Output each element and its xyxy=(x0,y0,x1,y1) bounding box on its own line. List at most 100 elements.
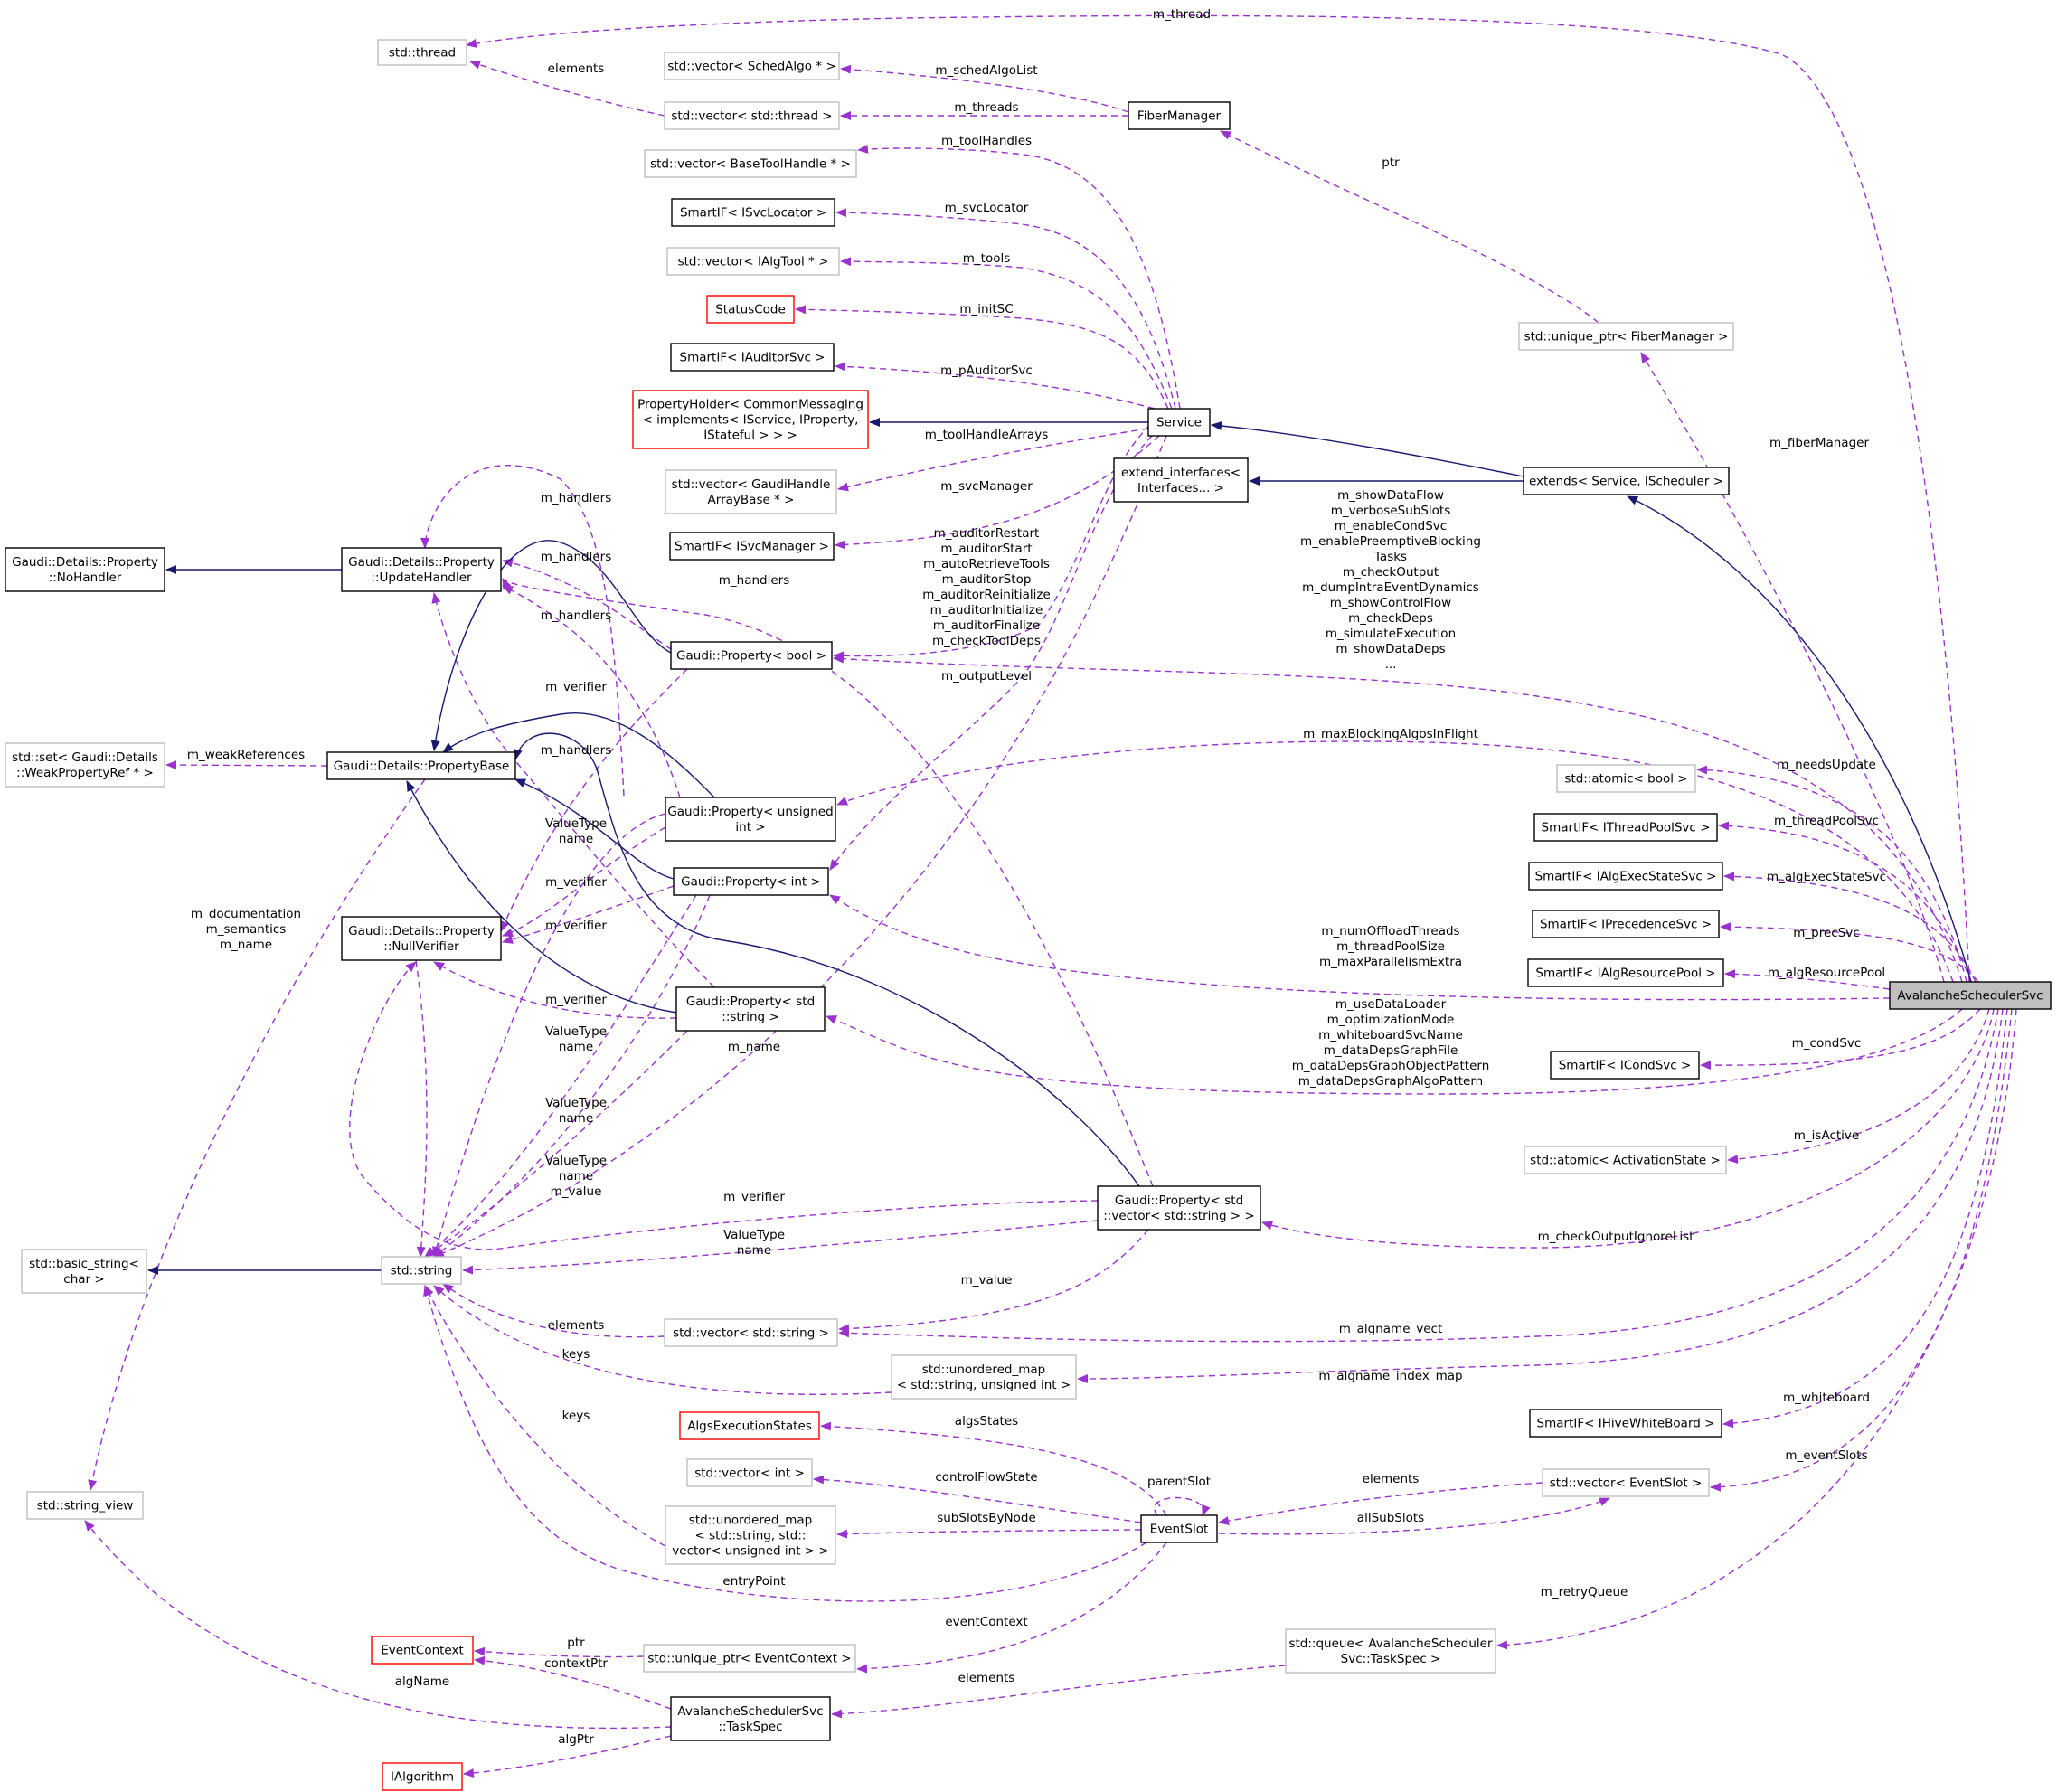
class-node-nullverifier[interactable]: Gaudi::Details::Property::NullVerifier xyxy=(341,916,502,961)
class-node-smartif-ialgexecstate[interactable]: SmartIF< IAlgExecStateSvc > xyxy=(1528,862,1723,891)
class-node-queue-taskspec[interactable]: std::queue< AvalancheSchedulerSvc::TaskS… xyxy=(1285,1628,1496,1674)
node-label: std::vector< GaudiHandle xyxy=(672,477,831,492)
edge-tools xyxy=(840,257,1173,410)
node-label: ::WeakPropertyRef * > xyxy=(16,766,154,780)
class-node-taskspec[interactable]: AvalancheSchedulerSvc::TaskSpec xyxy=(670,1696,831,1741)
node-label: EventSlot xyxy=(1150,1523,1209,1537)
class-node-smartif-ihivewb[interactable]: SmartIF< IHiveWhiteBoard > xyxy=(1529,1409,1722,1438)
class-node-prop-bool[interactable]: Gaudi::Property< bool > xyxy=(670,641,833,670)
edge-label-line: ptr xyxy=(567,1636,585,1650)
class-node-extends-service[interactable]: extends< Service, IScheduler > xyxy=(1523,467,1730,495)
edge-label-outputlevel: m_outputLevel xyxy=(941,669,1032,684)
class-node-fibermanager[interactable]: FiberManager xyxy=(1128,101,1231,130)
edge-algname-index xyxy=(1077,1008,2004,1383)
edge-auditors xyxy=(833,424,1151,661)
class-node-statuscode[interactable]: StatusCode xyxy=(706,295,795,324)
edge-extends-service xyxy=(1211,421,1524,477)
edge-label-schedalgolist: m_schedAlgoList xyxy=(935,63,1037,78)
class-node-smartif-ialgresource[interactable]: SmartIF< IAlgResourcePool > xyxy=(1527,958,1724,987)
class-node-smartif-iauditorsvc[interactable]: SmartIF< IAuditorSvc > xyxy=(670,343,835,372)
class-node-propertybase[interactable]: Gaudi::Details::PropertyBase xyxy=(326,751,516,780)
class-node-avalanche[interactable]: AvalancheSchedulerSvc xyxy=(1889,981,2052,1010)
edge-label-verifier-2: m_verifier xyxy=(545,875,607,890)
node-label: ::string > xyxy=(722,1010,778,1024)
edge-subslotsbynode xyxy=(836,1529,1142,1539)
edge-label-algname-index: m_algname_index_map xyxy=(1318,1369,1462,1383)
edge-label-line: m_fiberManager xyxy=(1769,436,1869,450)
class-node-vec-eventslot[interactable]: std::vector< EventSlot > xyxy=(1542,1468,1710,1497)
edge-label-line: elements xyxy=(548,1318,605,1333)
class-node-std-string[interactable]: std::string xyxy=(381,1256,462,1285)
class-node-atomic-bool[interactable]: std::atomic< bool > xyxy=(1556,764,1696,793)
edge-label-line: m_useDataLoader xyxy=(1335,997,1447,1012)
edge-algexecstatesvc xyxy=(1723,872,1977,983)
edge-initsc xyxy=(795,305,1169,410)
class-node-extend-interfaces[interactable]: extend_interfaces<Interfaces... > xyxy=(1113,457,1249,503)
edge-fibermanager xyxy=(1640,352,1945,983)
class-node-vec-int[interactable]: std::vector< int > xyxy=(686,1458,813,1487)
class-node-ialgorithm[interactable]: IAlgorithm xyxy=(382,1762,463,1791)
class-node-eventcontext[interactable]: EventContext xyxy=(371,1636,474,1665)
class-node-algsexecstates[interactable]: AlgsExecutionStates xyxy=(679,1411,820,1440)
class-node-updatehandler[interactable]: Gaudi::Details::Property::UpdateHandler xyxy=(341,547,502,592)
edge-elements-thread xyxy=(469,60,665,117)
class-node-vec-thread[interactable]: std::vector< std::thread > xyxy=(664,101,840,130)
class-node-vec-basetoolhandle[interactable]: std::vector< BaseToolHandle * > xyxy=(644,149,857,178)
class-node-propertyholder[interactable]: PropertyHolder< CommonMessaging< impleme… xyxy=(632,390,869,449)
class-node-nohandler[interactable]: Gaudi::Details::Property::NoHandler xyxy=(5,547,165,592)
edge-label-line: m_optimizationMode xyxy=(1327,1013,1455,1027)
class-node-smartif-isvclocator[interactable]: SmartIF< ISvcLocator > xyxy=(671,198,835,227)
class-node-basic-string[interactable]: std::basic_string<char > xyxy=(21,1249,147,1294)
class-node-vec-string[interactable]: std::vector< std::string > xyxy=(664,1318,838,1347)
node-label: Gaudi::Property< unsigned xyxy=(667,805,833,819)
class-node-umap-uint[interactable]: std::unordered_map< std::string, unsigne… xyxy=(891,1354,1077,1400)
class-node-string-view[interactable]: std::string_view xyxy=(26,1491,144,1520)
edge-label-line: name xyxy=(737,1243,771,1258)
edge-label-contextptr: contextPtr xyxy=(544,1656,608,1671)
class-node-unique-fibermanager[interactable]: std::unique_ptr< FiberManager > xyxy=(1518,322,1734,351)
edge-label-line: m_auditorStart xyxy=(940,542,1032,556)
edge-handlers-2 xyxy=(502,558,672,650)
node-label: SmartIF< IAlgExecStateSvc > xyxy=(1535,870,1717,884)
edge-label-line: m_auditorStop xyxy=(942,572,1032,587)
node-label: vector< unsigned int > > xyxy=(672,1544,828,1559)
class-node-unique-eventcontext[interactable]: std::unique_ptr< EventContext > xyxy=(643,1644,856,1673)
edge-label-line: keys xyxy=(562,1347,590,1362)
class-node-eventslot[interactable]: EventSlot xyxy=(1140,1514,1218,1543)
edge-label-toolhandles: m_toolHandles xyxy=(941,134,1032,148)
class-node-service[interactable]: Service xyxy=(1147,408,1211,437)
edge-label-line: m_auditorInitialize xyxy=(930,603,1043,618)
edge-algresourcepool xyxy=(1724,969,1891,990)
class-node-atomic-activation[interactable]: std::atomic< ActivationState > xyxy=(1524,1146,1727,1174)
node-label: char > xyxy=(63,1272,104,1287)
edge-label-line: m_threadPoolSize xyxy=(1336,939,1445,954)
class-node-prop-string[interactable]: Gaudi::Property< std::string > xyxy=(675,986,826,1032)
edge-label-line: algsStates xyxy=(955,1414,1018,1429)
class-node-smartif-ithreadpool[interactable]: SmartIF< IThreadPoolSvc > xyxy=(1533,813,1718,842)
class-node-set-weakref[interactable]: std::set< Gaudi::Details::WeakPropertyRe… xyxy=(5,742,165,788)
edge-label-verifier-3: m_verifier xyxy=(545,919,607,933)
edge-handlers-5 xyxy=(431,592,715,988)
class-node-std-thread[interactable]: std::thread xyxy=(377,39,467,66)
node-label: SmartIF< ICondSvc > xyxy=(1559,1059,1692,1073)
class-node-prop-int[interactable]: Gaudi::Property< int > xyxy=(673,867,829,896)
class-node-smartif-isvcmanager[interactable]: SmartIF< ISvcManager > xyxy=(669,532,835,561)
class-node-smartif-iprecedence[interactable]: SmartIF< IPrecedenceSvc > xyxy=(1532,910,1720,938)
class-node-umap-vec[interactable]: std::unordered_map< std::string, std::ve… xyxy=(665,1505,836,1565)
edge-verifier-2 xyxy=(502,826,666,938)
edge-doc xyxy=(88,778,426,1491)
node-label: ::NoHandler xyxy=(49,571,122,585)
edge-algname xyxy=(84,1520,672,1730)
edge-label-line: m_tools xyxy=(963,251,1011,266)
class-node-smartif-icondsvc[interactable]: SmartIF< ICondSvc > xyxy=(1550,1051,1700,1080)
node-label: Gaudi::Property< std xyxy=(1115,1193,1243,1208)
edge-label-line: ptr xyxy=(1382,156,1400,170)
edge-verifier-3 xyxy=(502,885,675,944)
class-node-vec-schedalgo[interactable]: std::vector< SchedAlgo * > xyxy=(664,52,840,80)
class-node-vec-ialgtool[interactable]: std::vector< IAlgTool * > xyxy=(666,247,840,276)
class-node-prop-vecstring[interactable]: Gaudi::Property< std::vector< std::strin… xyxy=(1097,1185,1261,1231)
edge-label-precsvc: m_precSvc xyxy=(1793,926,1859,940)
edge-parentslot xyxy=(1154,1496,1211,1516)
